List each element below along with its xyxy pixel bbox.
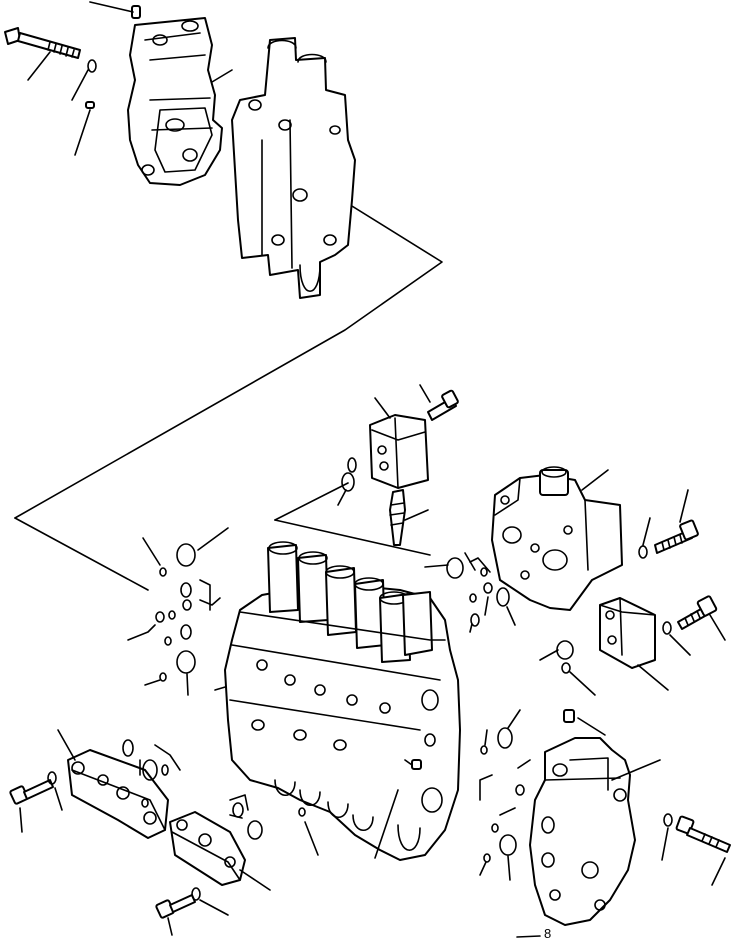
callout-8-label: 8 <box>544 926 552 941</box>
bolt-bottom-right <box>675 815 731 886</box>
washer-bottom-left <box>47 771 63 811</box>
washer-bottom-middle <box>191 887 229 916</box>
leader-top-valve <box>211 69 233 83</box>
o-rings-bottom-right <box>479 709 531 881</box>
plug-bottom-right <box>563 709 606 736</box>
bolt-bottom-middle <box>155 894 196 936</box>
leader-main-lower <box>298 759 413 859</box>
bolt-cover <box>677 595 726 641</box>
bolt-relief <box>654 489 699 554</box>
reference-bracket-lines <box>14 179 443 691</box>
o-rings-bottom-middle <box>229 794 263 840</box>
o-rings-right <box>424 552 516 633</box>
cover-plate-right <box>599 597 669 691</box>
washer-relief <box>638 517 651 559</box>
valve-body-top <box>231 37 356 299</box>
bottom-section-valve <box>529 737 661 926</box>
top-section-valve <box>127 17 223 186</box>
washer-bottom-right <box>661 813 673 861</box>
callout-8 <box>516 935 541 938</box>
o-rings-left-upper <box>127 527 229 696</box>
relief-valve-assembly <box>491 466 623 611</box>
cover-plate-bottom-left-1 <box>57 729 169 839</box>
plug-top <box>89 1 141 19</box>
o-rings-small-block <box>337 457 357 506</box>
main-control-valve <box>224 541 461 861</box>
bolt-small-block <box>419 384 459 421</box>
small-plug-top-left <box>74 101 95 156</box>
cover-plate-bottom-left-2 <box>169 811 271 891</box>
o-rings-right-lower <box>539 640 596 696</box>
washer-top-left <box>71 59 97 101</box>
cartridge-valve <box>389 489 429 546</box>
bolt-top-left <box>4 27 81 81</box>
small-valve-block <box>369 397 429 489</box>
bolt-bottom-left <box>9 779 54 833</box>
o-rings-bottom-left <box>122 739 181 808</box>
washer-cover <box>662 621 691 656</box>
